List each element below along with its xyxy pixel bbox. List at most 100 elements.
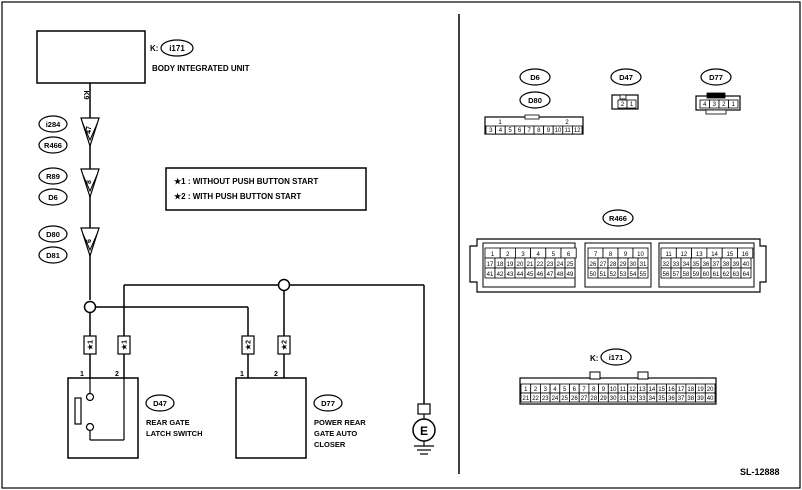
- pin-number: 6: [518, 128, 522, 134]
- pin-number: 9: [547, 128, 551, 134]
- pin-number: 25: [561, 396, 568, 402]
- pin-number: 11: [564, 128, 571, 134]
- pin-number: 55: [640, 272, 647, 278]
- pin-number: 58: [683, 272, 690, 278]
- pin-number: 8: [592, 387, 596, 393]
- ground-label: E: [420, 424, 428, 438]
- wire-connector-1-bottom: R466: [44, 141, 62, 150]
- switch-connector-oval: [145, 394, 175, 412]
- pin-number: 15: [727, 252, 734, 258]
- d77-label: D77: [709, 73, 723, 82]
- pin-number: 22: [537, 262, 544, 268]
- pin-number: 22: [532, 396, 539, 402]
- pin-number: 1: [524, 387, 528, 393]
- pin-number: 39: [697, 396, 704, 402]
- star-label-1: ★1: [83, 335, 97, 355]
- pin-number: 10: [610, 387, 617, 393]
- pin-number: 23: [547, 262, 554, 268]
- pin-number: 14: [649, 387, 656, 393]
- pin-number: 5: [508, 128, 512, 134]
- closer-name-1: POWER REAR: [314, 418, 366, 427]
- unit-terminal: K9: [82, 91, 89, 100]
- pin-number: 53: [620, 272, 627, 278]
- star-label-4-text: ★2: [281, 340, 289, 350]
- pin-number: 3: [544, 387, 548, 393]
- unit-connector-label: i171: [169, 44, 185, 53]
- switch-name-1: REAR GATE: [146, 418, 190, 427]
- pin-number: 31: [620, 396, 627, 402]
- wire-connector-3-top: D80: [46, 230, 60, 239]
- i171-label: i171: [609, 353, 624, 362]
- pin-number: 38: [687, 396, 694, 402]
- pin-number: 28: [590, 396, 597, 402]
- pin-number: 17: [678, 387, 685, 393]
- pin-number: 38: [723, 262, 730, 268]
- closer-connector-oval: [313, 394, 343, 412]
- pin-number: 21: [527, 262, 534, 268]
- closer-connector-label: D77: [321, 399, 335, 408]
- pin-number: 44: [517, 272, 524, 278]
- pin-number: 3: [713, 102, 717, 108]
- pin-number: 29: [600, 396, 607, 402]
- pin-number: 35: [658, 396, 665, 402]
- ground-terminal: [417, 403, 431, 415]
- pin-number: 33: [673, 262, 680, 268]
- wire-connector-3: D80 D81 6: [38, 225, 100, 264]
- pin-number: 42: [497, 272, 504, 278]
- wire-connector-2-top: R89: [46, 172, 60, 181]
- pin-number: 14: [711, 252, 718, 258]
- switch-pin-b: 2: [115, 371, 119, 378]
- pin-number: 7: [594, 252, 598, 258]
- legend-item-2: ★2 : WITH PUSH BUTTON START: [174, 192, 301, 201]
- pin-number: 35: [693, 262, 700, 268]
- pin-number: 26: [571, 396, 578, 402]
- pin-number: 1: [630, 102, 634, 108]
- pin-number: 2: [534, 387, 538, 393]
- pin-number: 9: [602, 387, 606, 393]
- pin-number: 19: [507, 262, 514, 268]
- pin-number: 5: [563, 387, 567, 393]
- pin-number: 47: [547, 272, 554, 278]
- pin-number: 12: [629, 387, 636, 393]
- pin-number: 13: [639, 387, 646, 393]
- star-label-3: ★2: [241, 335, 255, 355]
- pin-number: 4: [553, 387, 557, 393]
- pin-number: 43: [507, 272, 514, 278]
- d47-label: D47: [619, 73, 633, 82]
- star-label-2: ★1: [117, 335, 131, 355]
- switch-pin-a: 1: [80, 371, 84, 378]
- pin-number: 8: [609, 252, 613, 258]
- pin-number: 9: [624, 252, 628, 258]
- pin-number: 60: [703, 272, 710, 278]
- pin-number: 61: [713, 272, 720, 278]
- unit-prefix: K:: [150, 44, 158, 53]
- pin-number: 3: [489, 128, 493, 134]
- pin-number: 32: [663, 262, 670, 268]
- pin-number: 11: [666, 252, 673, 258]
- closer-pin-a: 1: [240, 371, 244, 378]
- wire-connector-2-pin: 8: [86, 180, 93, 184]
- auto-closer-box: [235, 377, 307, 459]
- pin-number: 19: [697, 387, 704, 393]
- pin-number: 1: [491, 252, 495, 258]
- pin-number: 10: [555, 128, 562, 134]
- d80-label: D80: [528, 96, 542, 105]
- pin-number: 16: [742, 252, 749, 258]
- pin-number: 25: [567, 262, 574, 268]
- pin-number: 24: [552, 396, 559, 402]
- star-label-4: ★2: [277, 335, 291, 355]
- pin-number: 30: [610, 396, 617, 402]
- pin-number: 33: [639, 396, 646, 402]
- pin-number: 36: [668, 396, 675, 402]
- pin-number: 34: [649, 396, 656, 402]
- pin-number: 2: [506, 252, 510, 258]
- legend-box: [165, 167, 367, 211]
- pin-number: 1: [498, 120, 502, 126]
- pin-number: 59: [693, 272, 700, 278]
- pin-number: 40: [743, 262, 750, 268]
- closer-pin-b: 2: [274, 371, 278, 378]
